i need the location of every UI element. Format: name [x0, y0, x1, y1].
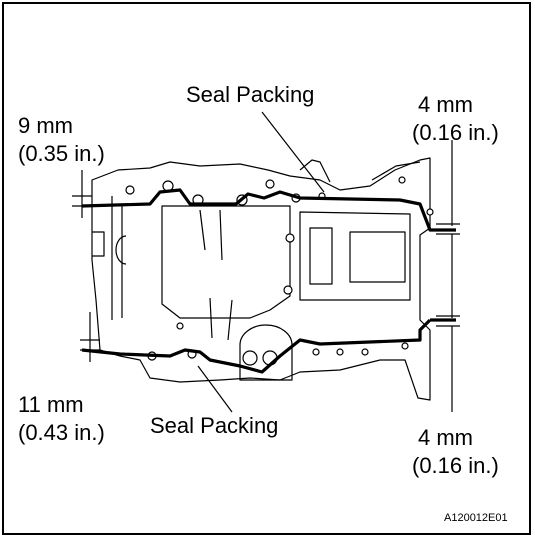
top-right-dimension-in: (0.16 in.) [412, 120, 499, 145]
bottom-left-dimension-in: (0.43 in.) [18, 420, 105, 445]
seal-packing-line [81, 188, 456, 374]
figure-code: A120012E01 [444, 512, 508, 524]
oil-pan-outline [91, 157, 431, 401]
dimension-marks [72, 140, 460, 412]
top-left-dimension-in: (0.35 in.) [18, 141, 105, 166]
top-right-dimension-mm: 4 mm [418, 92, 473, 117]
seal-packing-bottom-label: Seal Packing [150, 413, 279, 438]
leader-lines [197, 111, 325, 413]
seal-packing-top-label: Seal Packing [186, 82, 315, 107]
bottom-right-dimension-in: (0.16 in.) [412, 453, 499, 478]
bolt-holes [125, 176, 434, 361]
bottom-right-dimension-mm: 4 mm [418, 425, 473, 450]
bottom-left-dimension-mm: 11 mm [18, 392, 84, 417]
top-left-dimension-mm: 9 mm [18, 113, 73, 138]
diagram-frame [2, 2, 531, 535]
